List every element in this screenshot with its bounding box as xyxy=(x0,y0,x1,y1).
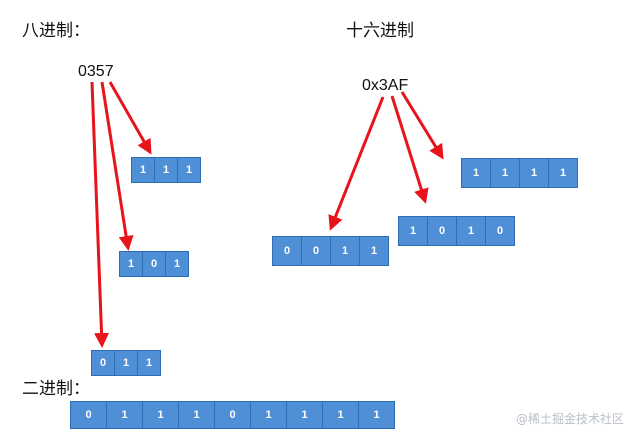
bit-box: 1 xyxy=(461,158,491,188)
bit-box: 0 xyxy=(91,350,115,376)
octal-group-5: 1 0 1 xyxy=(119,251,189,277)
hex-value: 0x3AF xyxy=(362,77,409,94)
bit-box: 0 xyxy=(214,401,251,429)
arrow-octal-5 xyxy=(100,81,134,251)
bit-box: 1 xyxy=(519,158,549,188)
watermark: @稀土掘金技术社区 xyxy=(515,412,624,426)
bit-box: 0 xyxy=(485,216,515,246)
bit-box: 1 xyxy=(456,216,486,246)
octal-group-7: 1 1 1 xyxy=(131,157,201,183)
arrow-hex-3 xyxy=(328,96,385,231)
octal-value: 0357 xyxy=(78,63,114,80)
bit-box: 1 xyxy=(137,350,161,376)
bit-box: 1 xyxy=(106,401,143,429)
bit-box: 1 xyxy=(398,216,428,246)
arrow-octal-7 xyxy=(108,81,152,155)
bit-box: 1 xyxy=(142,401,179,429)
binary-row: 0 1 1 1 0 1 1 1 1 xyxy=(70,401,395,429)
hex-group-F: 1 1 1 1 xyxy=(461,158,578,188)
bit-box: 1 xyxy=(490,158,520,188)
bit-box: 0 xyxy=(70,401,107,429)
bit-box: 0 xyxy=(272,236,302,266)
arrow-octal-3 xyxy=(90,81,110,348)
octal-heading: 八进制： xyxy=(22,21,90,41)
bit-box: 1 xyxy=(131,157,155,183)
octal-group-3: 0 1 1 xyxy=(91,350,161,376)
bit-box: 0 xyxy=(142,251,166,277)
bit-box: 1 xyxy=(178,401,215,429)
bit-box: 1 xyxy=(114,350,138,376)
bit-box: 1 xyxy=(548,158,578,188)
arrow-hex-A xyxy=(390,95,429,204)
bit-box: 1 xyxy=(250,401,287,429)
arrow-hex-F xyxy=(400,91,444,160)
bit-box: 1 xyxy=(165,251,189,277)
hex-heading: 十六进制 xyxy=(346,21,414,41)
hex-group-A: 1 0 1 0 xyxy=(398,216,515,246)
bit-box: 1 xyxy=(177,157,201,183)
bit-box: 1 xyxy=(119,251,143,277)
binary-heading: 二进制： xyxy=(22,379,90,399)
bit-box: 1 xyxy=(154,157,178,183)
bit-box: 1 xyxy=(358,401,395,429)
bit-box: 1 xyxy=(322,401,359,429)
bit-box: 1 xyxy=(286,401,323,429)
bit-box: 0 xyxy=(301,236,331,266)
bit-box: 1 xyxy=(359,236,389,266)
bit-box: 1 xyxy=(330,236,360,266)
hex-group-3: 0 0 1 1 xyxy=(272,236,389,266)
bit-box: 0 xyxy=(427,216,457,246)
